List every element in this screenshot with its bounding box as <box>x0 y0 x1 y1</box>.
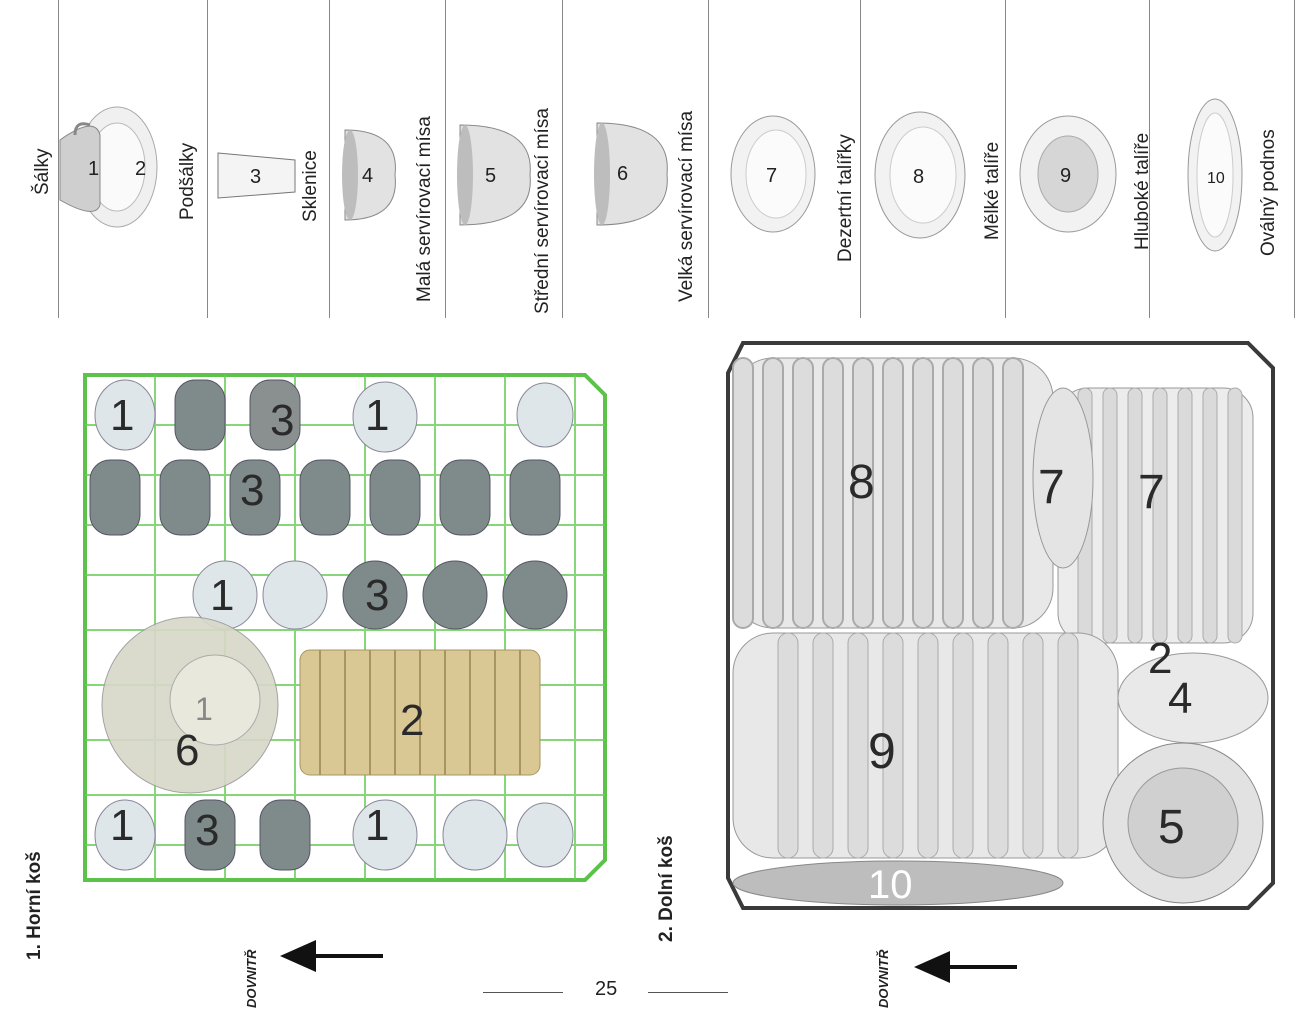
svg-text:6: 6 <box>175 726 199 775</box>
svg-text:3: 3 <box>270 396 294 445</box>
medium-bowl-icon: 5 <box>457 124 531 226</box>
flat-plate-icon: 8 <box>874 111 966 239</box>
upper-basket-diagram: 1 3 1 3 1 3 1 6 2 1 3 1 <box>83 373 607 882</box>
legend-label-dessert-plates: Dezertní talířky <box>835 134 856 262</box>
legend-num-4: 4 <box>362 165 373 187</box>
legend-label-cups: Šálky <box>32 148 53 195</box>
upper-basket-direction: DOVNITŘ <box>244 949 259 1009</box>
upper-basket-title: 1. Horní koš <box>24 851 45 960</box>
legend-num-10: 10 <box>1207 170 1225 187</box>
upper-arrow-icon <box>280 940 383 972</box>
svg-text:7: 7 <box>1138 466 1165 519</box>
legend-label-saucers: Podšálky <box>177 142 198 220</box>
svg-text:2: 2 <box>1148 634 1172 683</box>
legend-num-7: 7 <box>766 165 777 187</box>
svg-text:2: 2 <box>400 696 424 745</box>
legend-num-8: 8 <box>913 166 924 188</box>
page-number: 25 <box>595 978 618 1000</box>
legend-label-large-bowl: Velká servírovací mísa <box>676 110 697 302</box>
legend-label-deep-plates: Hluboké talíře <box>1132 132 1153 250</box>
lower-arrow-icon <box>914 951 1017 983</box>
svg-text:1: 1 <box>110 391 134 440</box>
legend-label-oval-tray: Oválný podnos <box>1258 129 1279 256</box>
svg-text:1: 1 <box>110 801 134 850</box>
legend-num-3: 3 <box>250 166 261 188</box>
svg-text:1: 1 <box>365 801 389 850</box>
deep-plate-icon: 9 <box>1019 115 1117 233</box>
svg-text:5: 5 <box>1158 801 1185 854</box>
svg-text:1: 1 <box>210 571 234 620</box>
glass-icon: 3 <box>217 152 296 199</box>
legend-num-2: 2 <box>135 158 146 180</box>
lower-basket-title: 2. Dolní koš <box>656 835 677 942</box>
legend-num-1: 1 <box>88 158 99 180</box>
legend-num-6: 6 <box>617 163 628 185</box>
svg-text:1: 1 <box>195 691 213 727</box>
svg-text:3: 3 <box>365 571 389 620</box>
svg-text:8: 8 <box>848 456 875 509</box>
legend-label-medium-bowl: Střední servírovací mísa <box>532 108 553 314</box>
legend-num-9: 9 <box>1060 165 1071 187</box>
svg-text:4: 4 <box>1168 674 1192 723</box>
legend-label-small-bowl: Malá servírovací mísa <box>414 116 435 302</box>
lower-basket-direction: DOVNITŘ <box>876 949 891 1009</box>
oval-tray-icon: 10 <box>1187 98 1243 252</box>
small-bowl-icon: 4 <box>342 129 396 221</box>
large-bowl-icon: 6 <box>594 122 668 226</box>
svg-text:3: 3 <box>240 466 264 515</box>
cup-saucer-icon: 1 2 <box>59 106 158 228</box>
legend-label-flat-plates: Mělké talíře <box>982 141 1003 240</box>
dessert-plate-icon: 7 <box>730 115 816 233</box>
legend-label-glasses: Sklenice <box>300 150 321 222</box>
lower-basket-diagram: 8 7 7 2 4 9 5 10 <box>726 341 1275 910</box>
svg-text:7: 7 <box>1038 461 1065 514</box>
svg-text:1: 1 <box>365 391 389 440</box>
svg-text:10: 10 <box>868 863 913 907</box>
svg-text:9: 9 <box>868 723 896 779</box>
legend-num-5: 5 <box>485 165 496 187</box>
svg-text:3: 3 <box>195 806 219 855</box>
